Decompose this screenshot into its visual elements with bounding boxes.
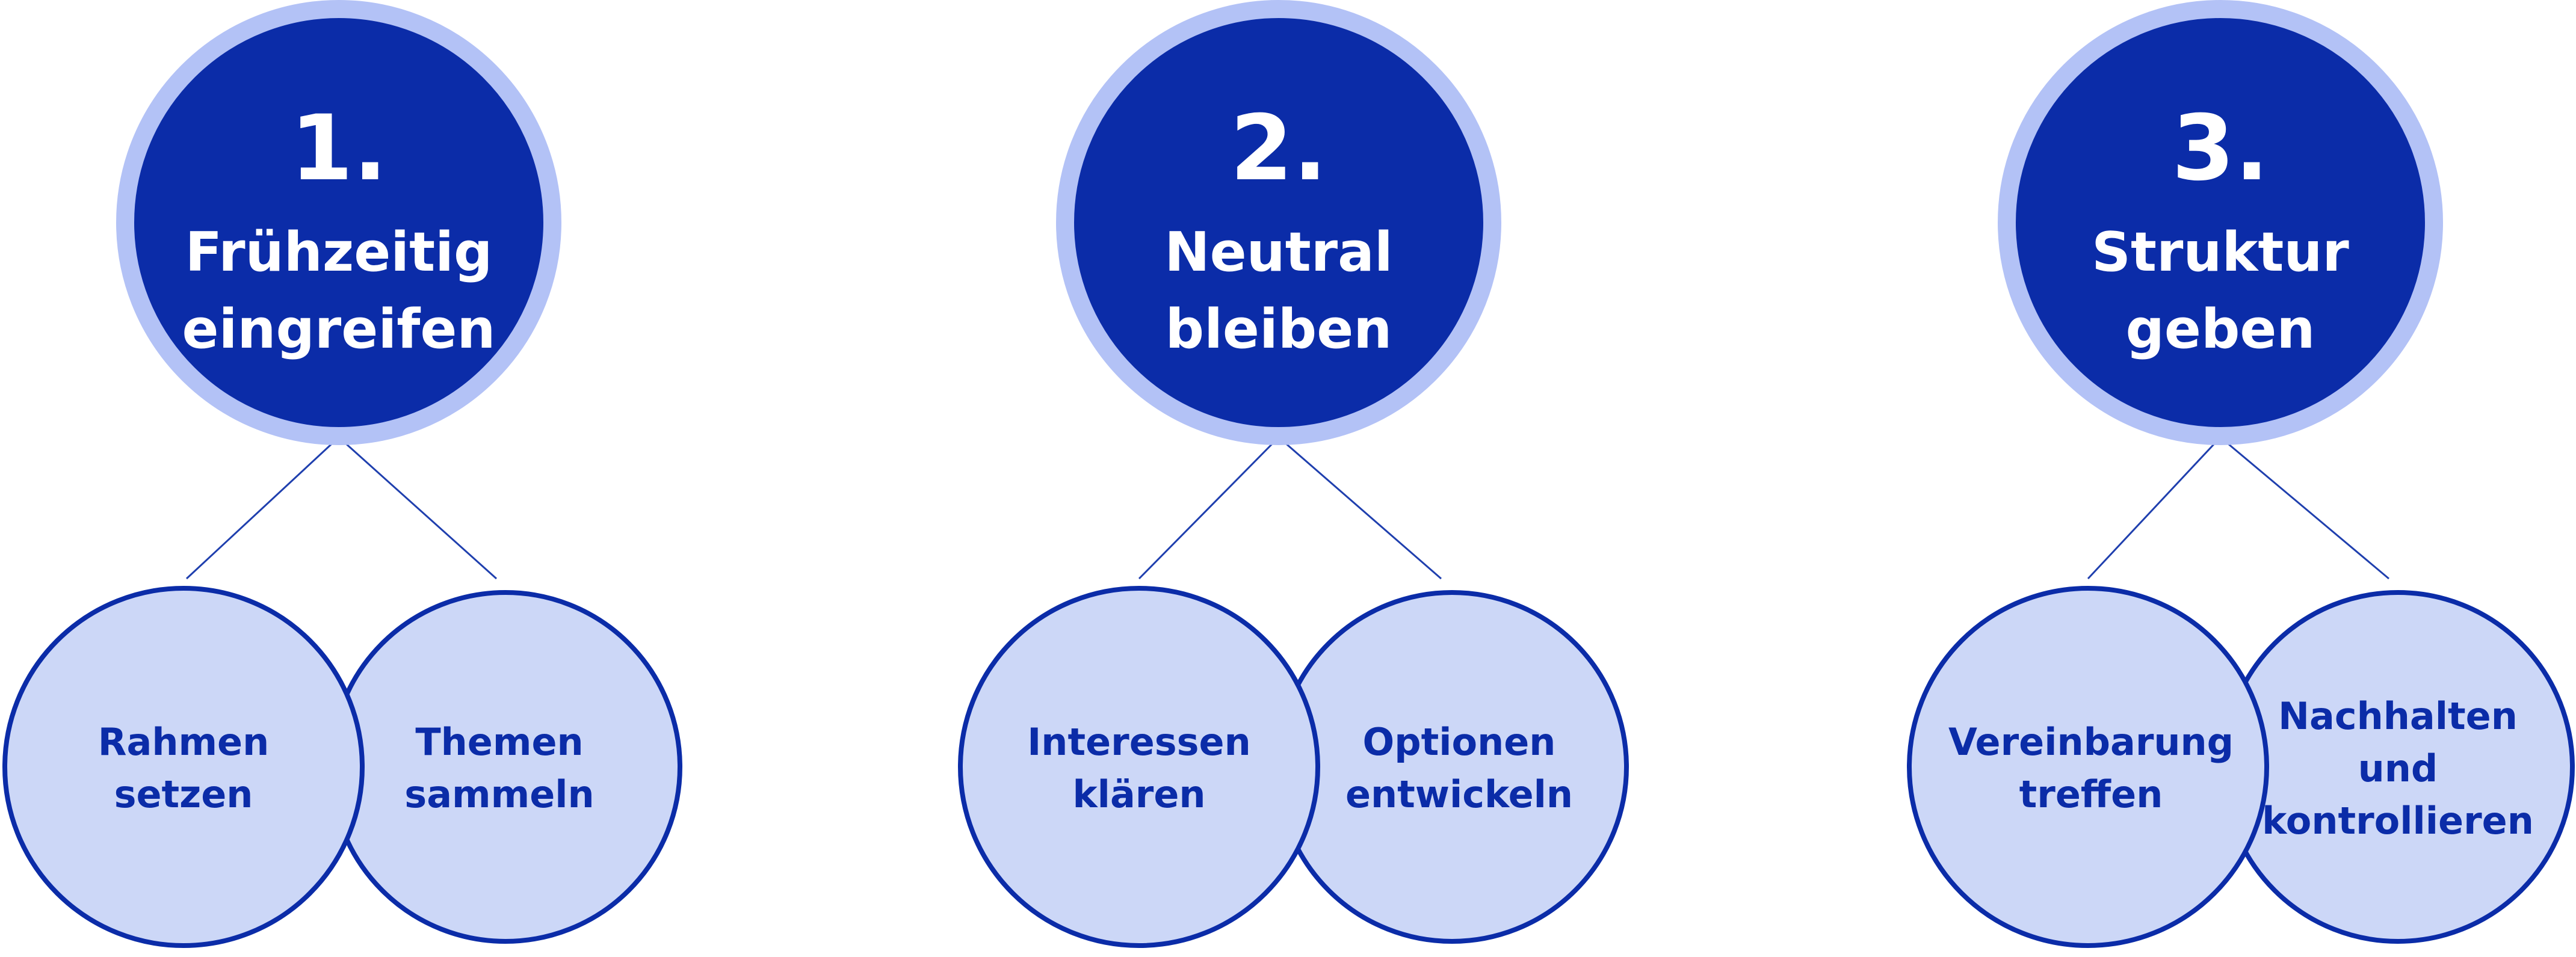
step-3-child-1-line-1: Vereinbarung — [1948, 720, 2234, 764]
sub-circle-1-1 — [2, 586, 365, 948]
step-1-number: 1. — [290, 96, 387, 201]
step-3-child-2-line-1: Nachhalten — [2278, 694, 2518, 738]
step-1: 1. Frühzeitig eingreifen Rahmen setzen T… — [2, 0, 682, 948]
step-1-title-line-2: eingreifen — [182, 298, 496, 361]
sub-circle-2-1 — [958, 586, 1320, 948]
main-circle-3 — [1998, 0, 2443, 445]
connector-3-right — [2220, 436, 2389, 580]
sub-circle-2-2 — [1275, 590, 1629, 944]
sub-circle-3-1 — [1907, 586, 2269, 948]
step-2: 2. Neutral bleiben Interessen klären Opt… — [958, 0, 1629, 948]
step-3-number: 3. — [2172, 96, 2269, 201]
step-2-title-line-1: Neutral — [1164, 221, 1392, 284]
step-2-child-1-line-2: klären — [1072, 772, 1205, 816]
step-2-child-2-line-2: entwickeln — [1345, 772, 1573, 816]
step-2-child-2-line-1: Optionen — [1363, 720, 1556, 764]
step-2-child-1-line-1: Interessen — [1027, 720, 1251, 764]
step-1-child-2-line-2: sammeln — [404, 772, 594, 816]
step-1-child-1-line-1: Rahmen — [98, 720, 270, 764]
connector-2-left — [1138, 436, 1280, 580]
main-circle-1 — [116, 0, 561, 445]
step-2-number: 2. — [1230, 96, 1327, 201]
connector-2-right — [1278, 436, 1442, 580]
sub-circle-1-2 — [329, 590, 682, 944]
connector-3-left — [2087, 436, 2222, 580]
step-3-child-2-line-3: kontrollieren — [2262, 799, 2534, 843]
step-3-child-1-line-2: treffen — [2019, 772, 2163, 816]
step-1-title-line-1: Frühzeitig — [185, 221, 493, 284]
connector-1-right — [338, 436, 498, 580]
step-2-title-line-2: bleiben — [1166, 298, 1392, 361]
step-1-child-1-line-2: setzen — [114, 772, 253, 816]
step-3-child-2-line-2: und — [2358, 746, 2438, 790]
connector-1-left — [185, 436, 340, 580]
main-circle-2 — [1056, 0, 1501, 445]
step-3-title-line-1: Struktur — [2092, 221, 2349, 284]
step-3-title-line-2: geben — [2126, 298, 2315, 361]
step-3: 3. Struktur geben Vereinbarung treffen N… — [1907, 0, 2575, 948]
step-1-child-2-line-1: Themen — [415, 720, 583, 764]
